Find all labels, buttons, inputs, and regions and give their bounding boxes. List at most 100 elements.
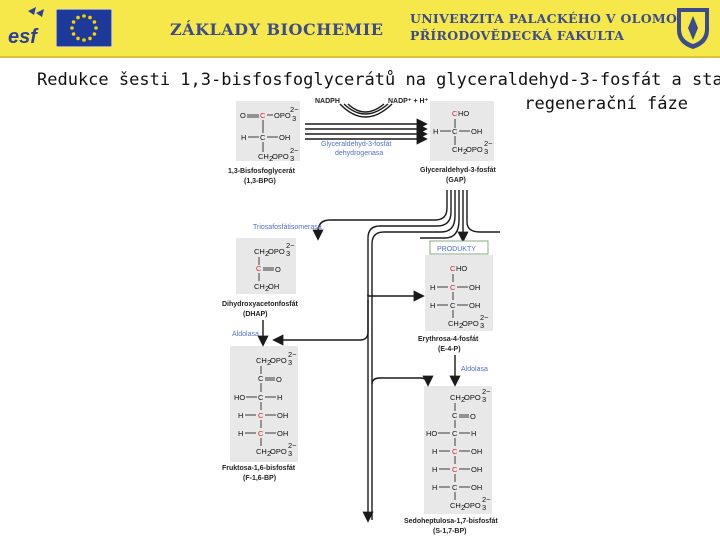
svg-text:3: 3 <box>288 449 292 458</box>
svg-text:CH: CH <box>254 282 265 291</box>
esf-logo: esf <box>6 7 50 49</box>
svg-text:C: C <box>450 264 456 273</box>
fbp-abbrev: (F-1,6-BP) <box>243 475 276 482</box>
svg-text:2−: 2− <box>480 313 489 322</box>
svg-text:2−: 2− <box>290 105 299 114</box>
svg-text:OH: OH <box>471 465 482 474</box>
fbp-panel <box>230 346 298 462</box>
bpg-panel <box>236 101 300 161</box>
bpg-name: 1,3-Bisfosfoglycerát <box>228 168 296 175</box>
svg-text:2: 2 <box>265 284 269 293</box>
svg-text:2−: 2− <box>482 495 491 504</box>
gapdh-reaction-arrows <box>305 103 428 145</box>
svg-text:2: 2 <box>459 321 463 330</box>
svg-text:2: 2 <box>461 395 465 404</box>
svg-text:OPO: OPO <box>464 393 481 402</box>
svg-text:3: 3 <box>480 321 484 330</box>
svg-text:3: 3 <box>290 154 294 163</box>
svg-text:2−: 2− <box>288 350 297 359</box>
svg-text:2: 2 <box>267 449 271 458</box>
svg-text:OH: OH <box>471 127 482 136</box>
svg-text:O: O <box>275 265 281 274</box>
program-title: ZÁKLADY BIOCHEMIE <box>170 20 384 39</box>
svg-text:3: 3 <box>288 358 292 367</box>
svg-text:CH: CH <box>258 152 269 161</box>
svg-text:3: 3 <box>482 395 486 404</box>
svg-text:CH: CH <box>254 247 265 256</box>
svg-text:2: 2 <box>269 154 273 163</box>
svg-text:O: O <box>470 412 476 421</box>
svg-text:CH: CH <box>452 145 463 154</box>
svg-text:C: C <box>258 411 264 420</box>
svg-text:H: H <box>432 483 437 492</box>
svg-text:2: 2 <box>265 249 269 258</box>
svg-text:HO: HO <box>458 109 469 118</box>
svg-text:OPO: OPO <box>272 152 289 161</box>
svg-text:OH: OH <box>277 429 288 438</box>
sbp-panel <box>424 386 492 514</box>
svg-text:2−: 2− <box>286 241 295 250</box>
e4p-abbrev: (E-4-P) <box>438 346 461 353</box>
svg-text:H: H <box>432 447 437 456</box>
svg-text:CH: CH <box>448 319 459 328</box>
gap-distribution-arrows <box>312 190 500 523</box>
svg-text:C: C <box>258 393 264 402</box>
gapdh-enzyme-label: Glyceraldehyd-3-fosfát <box>321 141 391 148</box>
svg-text:O: O <box>240 111 246 120</box>
svg-text:C: C <box>452 429 458 438</box>
svg-text:H: H <box>430 301 435 310</box>
slide-title-continuation: regenerační fáze <box>524 94 688 114</box>
svg-text:H: H <box>433 127 438 136</box>
nadp-label: NADP⁺ + H⁺ <box>388 98 429 105</box>
svg-text:2−: 2− <box>290 146 299 155</box>
university-line-1: UNIVERZITA PALACKÉHO V OLOMOUCI <box>410 11 705 26</box>
svg-text:C: C <box>450 283 456 292</box>
svg-text:C: C <box>260 133 266 142</box>
svg-text:OH: OH <box>469 283 480 292</box>
svg-text:HO: HO <box>234 393 245 402</box>
sbp-name: Sedoheptulosa-1,7-bisfosfát <box>404 518 498 525</box>
svg-text:O: O <box>276 375 282 384</box>
svg-text:H: H <box>238 411 243 420</box>
esf-logo-text: esf <box>8 26 39 48</box>
svg-text:C: C <box>452 109 458 118</box>
header-divider <box>0 56 720 58</box>
svg-text:C: C <box>258 374 264 383</box>
header-banner <box>0 0 720 56</box>
svg-text:CH: CH <box>450 501 461 510</box>
dhap-panel <box>236 238 296 294</box>
svg-text:H: H <box>471 429 476 438</box>
svg-text:OPO: OPO <box>462 319 479 328</box>
svg-text:CH: CH <box>256 356 267 365</box>
eu-flag-icon <box>56 9 112 47</box>
svg-text:H: H <box>432 465 437 474</box>
svg-text:3: 3 <box>484 147 488 156</box>
svg-text:OPO: OPO <box>270 356 287 365</box>
svg-text:CH: CH <box>256 447 267 456</box>
svg-text:OH: OH <box>471 483 482 492</box>
svg-text:2: 2 <box>461 503 465 512</box>
svg-text:OPO: OPO <box>270 447 287 456</box>
sbp-abbrev: (S-1,7-BP) <box>433 528 466 535</box>
svg-text:OH: OH <box>277 411 288 420</box>
svg-text:OH: OH <box>268 282 279 291</box>
svg-text:OPO: OPO <box>464 501 481 510</box>
svg-text:C: C <box>256 264 262 273</box>
products-label: PRODUKTY <box>437 246 476 253</box>
e4p-name: Erythrosa-4-fosfát <box>418 336 479 343</box>
svg-text:C: C <box>258 429 264 438</box>
svg-text:OPO: OPO <box>466 145 483 154</box>
university-line-2: PŘÍRODOVĚDECKÁ FAKULTA <box>410 28 625 43</box>
svg-text:C: C <box>452 465 458 474</box>
svg-text:OH: OH <box>279 133 290 142</box>
svg-text:C: C <box>452 483 458 492</box>
svg-text:H: H <box>430 283 435 292</box>
svg-text:OPO: OPO <box>274 111 291 120</box>
svg-text:2: 2 <box>463 147 467 156</box>
